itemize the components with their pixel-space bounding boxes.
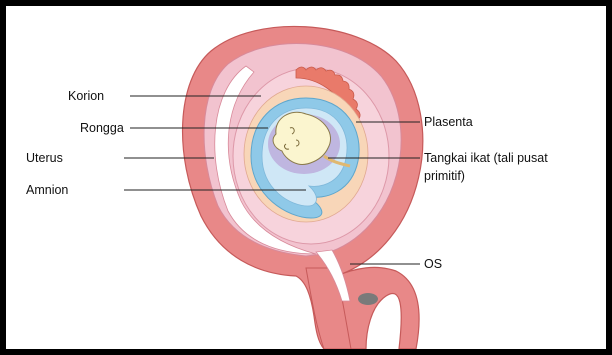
diagram-frame: Korion Rongga Uterus Amnion Plasenta Tan… [6, 6, 606, 349]
label-os: OS [424, 257, 442, 271]
label-rongga: Rongga [80, 121, 124, 135]
label-tangkai-line1: Tangkai ikat (tali pusat [424, 151, 548, 165]
label-amnion: Amnion [26, 183, 68, 197]
os-plug [358, 293, 378, 305]
label-plasenta: Plasenta [424, 115, 473, 129]
label-uterus: Uterus [26, 151, 63, 165]
label-korion: Korion [68, 89, 104, 103]
uterus-diagram: Korion Rongga Uterus Amnion Plasenta Tan… [6, 6, 606, 349]
label-tangkai-line2: primitif) [424, 169, 465, 183]
